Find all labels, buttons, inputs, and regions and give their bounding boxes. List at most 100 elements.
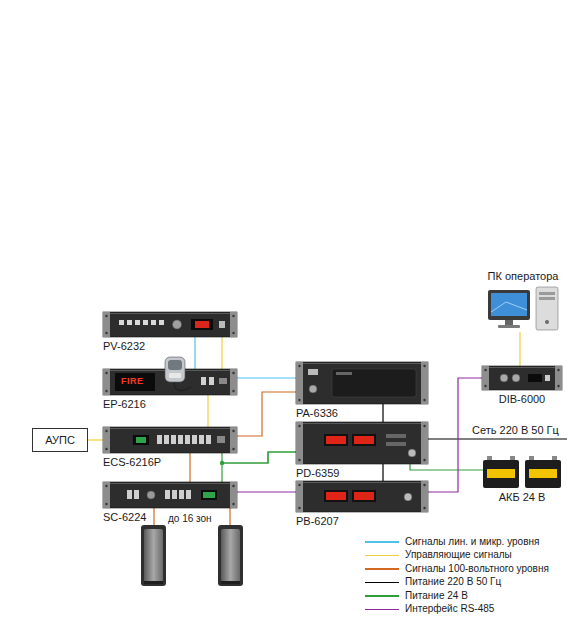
device-detail: [147, 491, 155, 499]
layout-part: [141, 525, 166, 586]
device-detail: [232, 503, 234, 505]
legend-swatch: [365, 582, 399, 584]
device-detail: [201, 377, 206, 385]
device-detail: [199, 435, 204, 444]
device-drawing: [103, 427, 237, 453]
device-detail: [354, 436, 374, 444]
junctions: [220, 461, 224, 465]
rack-unit: SC-6224: [103, 482, 237, 508]
device-detail: [386, 442, 406, 446]
layout-part: [218, 525, 243, 586]
device-detail: [505, 320, 513, 325]
device-detail: [303, 423, 421, 424]
device-detail: [500, 374, 508, 382]
rack-unit: ECS-6216P: [103, 427, 237, 453]
device-detail: [127, 320, 132, 325]
note-label: Сеть 220 В 50 Гц: [472, 424, 559, 437]
device-detail: [489, 367, 555, 368]
device-detail: [103, 312, 110, 337]
legend-swatch: [365, 541, 399, 543]
device-detail: [309, 385, 317, 393]
device-detail: [545, 375, 550, 381]
device-detail: [510, 456, 515, 460]
device-detail: [421, 422, 428, 464]
device-detail: [512, 374, 520, 382]
device-detail: [404, 493, 412, 501]
device-detail: [354, 492, 374, 500]
device-detail: [557, 385, 559, 387]
device-detail: [232, 372, 234, 374]
box-label: АУПС: [43, 434, 77, 447]
rack-unit: PB-6207: [296, 481, 428, 512]
device-detail: [110, 428, 230, 429]
legend-swatch: [365, 609, 399, 611]
device-detail: [105, 503, 107, 505]
device-detail: [296, 422, 428, 464]
legend-row: Сигналы 100-вольтного уровня: [365, 562, 549, 576]
device-detail: [105, 372, 107, 374]
device-label: EP-6216: [103, 398, 146, 411]
device-label: SC-6224: [103, 511, 146, 524]
device-detail: [203, 492, 215, 498]
device-detail: [219, 378, 227, 384]
device-detail: [105, 430, 107, 432]
signal-line: [221, 337, 222, 369]
device-drawing: [103, 312, 237, 337]
speaker-wire: [229, 508, 230, 526]
junction-dot: [220, 461, 224, 465]
device-drawing: [483, 456, 561, 488]
column-speaker: [218, 525, 243, 586]
legend-row: Питание 24 В: [365, 589, 549, 603]
device-detail: [173, 320, 182, 329]
device-detail: [296, 422, 303, 464]
device-detail: [296, 362, 428, 404]
device-detail: [421, 362, 428, 404]
device-detail: [298, 425, 300, 427]
device-detail: [324, 434, 348, 446]
device-detail: [423, 484, 425, 486]
device-detail: [557, 369, 559, 371]
legend-row: Управляющие сигналы: [365, 549, 549, 563]
device-detail: [192, 435, 197, 444]
legend: Сигналы лин. и микр. уровняУправляющие с…: [365, 535, 549, 616]
device-detail: [326, 492, 346, 500]
device-detail: [552, 456, 557, 460]
device-detail: [159, 320, 164, 325]
signal-line: [189, 453, 190, 482]
device-detail: [423, 425, 425, 427]
device-detail: [172, 490, 177, 499]
device-detail: [303, 363, 421, 364]
device-detail: [103, 427, 237, 453]
device-detail: [103, 482, 237, 508]
device-detail: [482, 366, 562, 390]
device-label: ПК оператора: [488, 270, 559, 283]
signal-line: [519, 332, 520, 366]
rack-unit: PD-6359: [296, 422, 428, 464]
legend-text: Интерфейс RS-485: [405, 603, 494, 615]
signal-line: [88, 439, 103, 440]
device-detail: [484, 385, 486, 387]
device-detail: [491, 302, 527, 312]
device-detail: [230, 312, 237, 337]
device-detail: [326, 436, 346, 444]
device-label: DIB-6000: [499, 393, 545, 406]
device-detail: [232, 485, 234, 487]
signal-line: [382, 404, 383, 422]
legend-swatch: [365, 568, 399, 570]
device-detail: [230, 427, 237, 453]
device-detail: [498, 325, 520, 328]
device-detail: [134, 490, 139, 499]
device-detail: [157, 435, 162, 444]
battery-icon: АКБ 24 В: [483, 456, 561, 488]
rack-unit: DIB-6000: [482, 366, 562, 390]
connector-layer: [88, 332, 520, 492]
device-label: PB-6207: [296, 515, 339, 528]
device-detail: [174, 381, 191, 390]
device-detail: [539, 292, 555, 295]
device-detail: [165, 357, 185, 382]
mains-line: [428, 438, 567, 439]
device-detail: [423, 459, 425, 461]
device-detail: [529, 456, 534, 460]
